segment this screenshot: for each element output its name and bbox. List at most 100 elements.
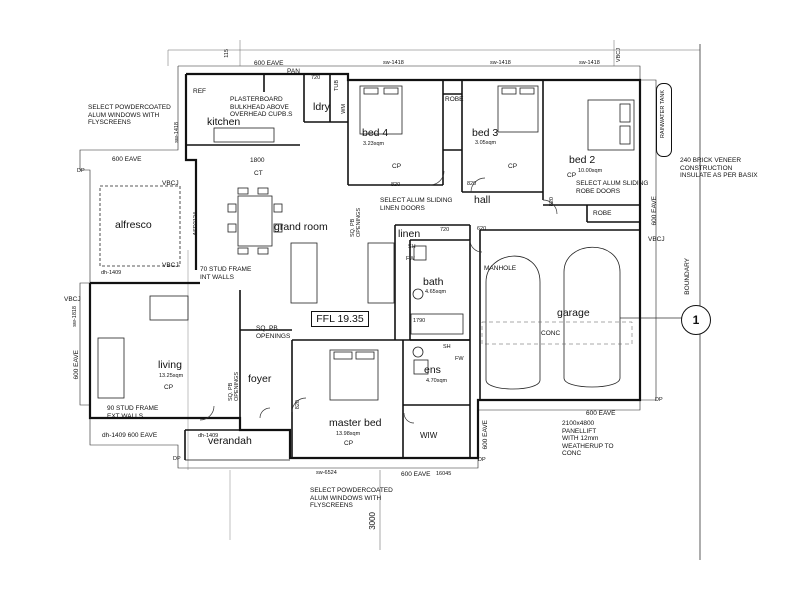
note-sq-pb-openings-b: SQ. PB OPENINGS: [256, 325, 291, 340]
dim-asd2124: ASD2124: [193, 212, 199, 236]
dim-1800: 1800: [250, 157, 265, 164]
note-sq-pb-openings-c: SQ. PB OPENINGS: [228, 372, 240, 402]
cp-bed2: CP: [567, 172, 577, 179]
note-windows-bottom: SELECT POWDERCOATED ALUM WINDOWS WITH FL…: [310, 487, 393, 509]
note-panellift: 2100x4800 PANELLIFT WITH 12mm WEATHERUP …: [562, 420, 614, 457]
dim-820-c: 820: [549, 197, 555, 207]
dim-dh1409-verandah: dh-1409: [198, 433, 219, 439]
room-living-size: 13.25sqm: [159, 373, 184, 379]
room-wiw: WIW: [420, 431, 438, 440]
ct-kitchen: CT: [254, 170, 263, 177]
room-grand-room: grand room: [274, 221, 328, 233]
room-master-bed-size: 13.98sqm: [336, 431, 361, 437]
dim-720-ldry: 720: [311, 75, 321, 81]
ffl-level-tag: FFL 19.35: [311, 311, 369, 327]
dim-eave-garage-side: 600 EAVE: [482, 420, 489, 450]
room-alfresco: alfresco: [115, 219, 152, 231]
eave-outline: [79, 40, 701, 560]
dim-820-b: 820: [467, 181, 477, 187]
room-hall: hall: [474, 194, 491, 206]
dim-eave-left: 600 EAVE: [73, 350, 80, 380]
dim-820-d: 820: [295, 400, 301, 410]
room-living: living: [158, 359, 182, 371]
note-stud-ext: 90 STUD FRAME EXT WALLS: [107, 405, 159, 420]
dim-16045: 16045: [436, 471, 452, 477]
room-laundry: ldry: [313, 101, 330, 113]
cp-bed4: CP: [392, 163, 402, 170]
room-verandah: verandah: [208, 435, 252, 447]
dim-sw1418-b: sw-1418: [490, 60, 511, 66]
sh-label-bath: SH: [408, 244, 416, 250]
rainwater-tank-label: RAINWATER TANK: [660, 90, 666, 139]
garage-slab-lines: [481, 321, 633, 345]
room-bed2: bed 2: [569, 154, 596, 166]
dim-1790: 1790: [413, 318, 426, 324]
cp-living: CP: [164, 384, 174, 391]
note-stud-int: 70 STUD FRAME INT WALLS: [200, 266, 252, 281]
room-garage: garage: [557, 307, 590, 319]
dim-vbcj-right: VBCJ: [648, 236, 665, 243]
boundary-label: BOUNDARY: [684, 258, 691, 295]
room-linen: linen: [398, 228, 421, 240]
dim-eave-top-left: 600 EAVE: [254, 60, 284, 67]
dim-sw6524: sw-6524: [316, 470, 337, 476]
tub-label: TUB: [334, 80, 340, 91]
fw-label-bath: FW: [406, 256, 415, 262]
manhole-label: MANHOLE: [484, 265, 517, 272]
note-sq-pb-openings-a: SQ. PB OPENINGS: [350, 208, 362, 238]
note-linen-doors: SELECT ALUM SLIDING LINEN DOORS: [380, 197, 453, 212]
conc-garage: CONC: [541, 330, 561, 337]
section-marker: 1: [681, 305, 711, 335]
door-swings: [199, 170, 558, 424]
dim-720-linen: 720: [440, 227, 450, 233]
note-windows-left: SELECT POWDERCOATED ALUM WINDOWS WITH FL…: [88, 104, 171, 126]
robe-bed4: ROBE: [445, 96, 464, 103]
dim-eave-bottom-left: dh-1409 600 EAVE: [102, 432, 158, 439]
dim-115: 115: [224, 49, 230, 58]
dim-eave-garage: 600 EAVE: [586, 410, 616, 417]
dim-dp-right: DP: [655, 397, 663, 403]
dim-eave-bottom: 600 EAVE: [401, 471, 431, 478]
pan-label: PAN: [287, 68, 300, 75]
fw-label-ens: FW: [455, 356, 464, 362]
room-kitchen: kitchen: [207, 116, 241, 128]
dim-vbcj-top: VBCJ: [616, 48, 622, 63]
dim-sw1818: sw-1818: [72, 306, 78, 327]
dim-620: 620: [477, 226, 487, 232]
dim-sw1418-a: sw-1418: [383, 60, 404, 66]
note-robe-doors: SELECT ALUM SLIDING ROBE DOORS: [576, 180, 649, 195]
sh-label-ens: SH: [443, 344, 451, 350]
ref-label: REF: [193, 88, 206, 95]
room-foyer: foyer: [248, 373, 272, 385]
dim-eave-right: 600 EAVE: [651, 196, 658, 226]
dim-dp-alfresco: DP: [77, 168, 85, 174]
dim-3000: 3000: [368, 512, 377, 530]
cp-bed3: CP: [508, 163, 518, 170]
dim-vbcj-alfresco-low: VBCJ: [162, 262, 179, 269]
room-bed4: bed 4: [362, 127, 389, 139]
dim-eave-alfresco: 600 EAVE: [112, 156, 142, 163]
room-bed4-size: 3.23sqm: [363, 141, 385, 147]
dim-vbcj-alfresco: VBCJ: [162, 180, 179, 187]
room-bath: bath: [423, 276, 444, 288]
wm-label: WM: [341, 104, 347, 114]
room-ensuite-size: 4.70sqm: [426, 378, 448, 384]
room-bath-size: 4.65sqm: [425, 289, 447, 295]
dim-dp-garage: DP: [478, 457, 486, 463]
room-bed3-size: 3.05sqm: [475, 140, 497, 146]
cp-master: CP: [344, 440, 354, 447]
dim-sw1418-c: sw-1418: [579, 60, 600, 66]
robe-bed2: ROBE: [593, 210, 612, 217]
note-plasterboard: PLASTERBOARD BULKHEAD ABOVE OVERHEAD CUP…: [230, 96, 293, 118]
furniture: [97, 85, 635, 401]
rainwater-tank: RAINWATER TANK: [656, 83, 672, 157]
internal-walls: [184, 74, 640, 461]
room-bed3: bed 3: [472, 127, 499, 139]
dim-820-a: 820: [391, 182, 401, 188]
room-bed2-size: 10.00sqm: [578, 168, 603, 174]
dim-dh1409-alfresco: dh-1409: [101, 270, 122, 276]
dim-sw1418-kitchen: sw-1418: [174, 122, 180, 143]
dim-vbcj-living: VBCJ: [64, 296, 81, 303]
dim-dp-verandah: DP: [173, 456, 181, 462]
